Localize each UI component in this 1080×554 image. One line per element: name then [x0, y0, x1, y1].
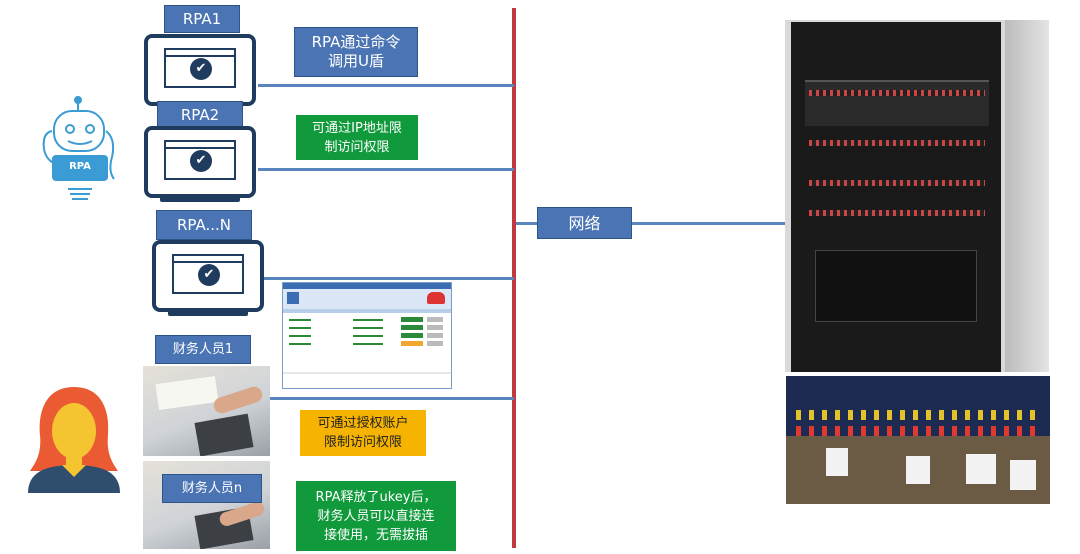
robot-icon: RPA	[38, 95, 128, 207]
check-icon: ✔	[190, 58, 212, 80]
network-label: 网络	[537, 207, 632, 239]
financen-label: 财务人员n	[162, 474, 262, 503]
rpan-monitor-icon: ✔	[152, 240, 264, 312]
connector-rpa2	[258, 168, 514, 171]
ip-limit-note: 可通过IP地址限 制访问权限	[296, 115, 418, 160]
ukey-command-note: RPA通过命令 调用U盾	[294, 27, 418, 77]
rpa2-monitor-icon: ✔	[144, 126, 256, 198]
person-icon	[24, 385, 124, 493]
check-icon: ✔	[190, 150, 212, 172]
connector-finance1	[270, 397, 514, 400]
robot-label: RPA	[69, 161, 91, 172]
rpa2-label: RPA2	[157, 101, 243, 129]
finance1-label: 财务人员1	[155, 335, 251, 364]
account-limit-note: 可通过授权账户 限制访问权限	[300, 410, 426, 456]
software-window-screenshot	[282, 282, 452, 389]
rpa2-monitor-stand	[160, 196, 240, 202]
network-bus-line	[512, 8, 516, 548]
rpan-label: RPA...N	[156, 210, 252, 240]
usb-hub-photo	[786, 376, 1050, 504]
release-note: RPA释放了ukey后， 财务人员可以直接连 接使用，无需拔插	[296, 481, 456, 551]
connector-network-server	[516, 222, 786, 225]
connector-rpan	[258, 277, 514, 280]
server-rack-photo	[785, 20, 1049, 372]
rpa1-label: RPA1	[164, 5, 240, 33]
connector-rpa1	[258, 84, 514, 87]
check-icon: ✔	[198, 264, 220, 286]
calculator-photo	[143, 366, 270, 456]
rpa1-monitor-icon: ✔	[144, 34, 256, 106]
rpan-monitor-stand	[168, 310, 248, 316]
